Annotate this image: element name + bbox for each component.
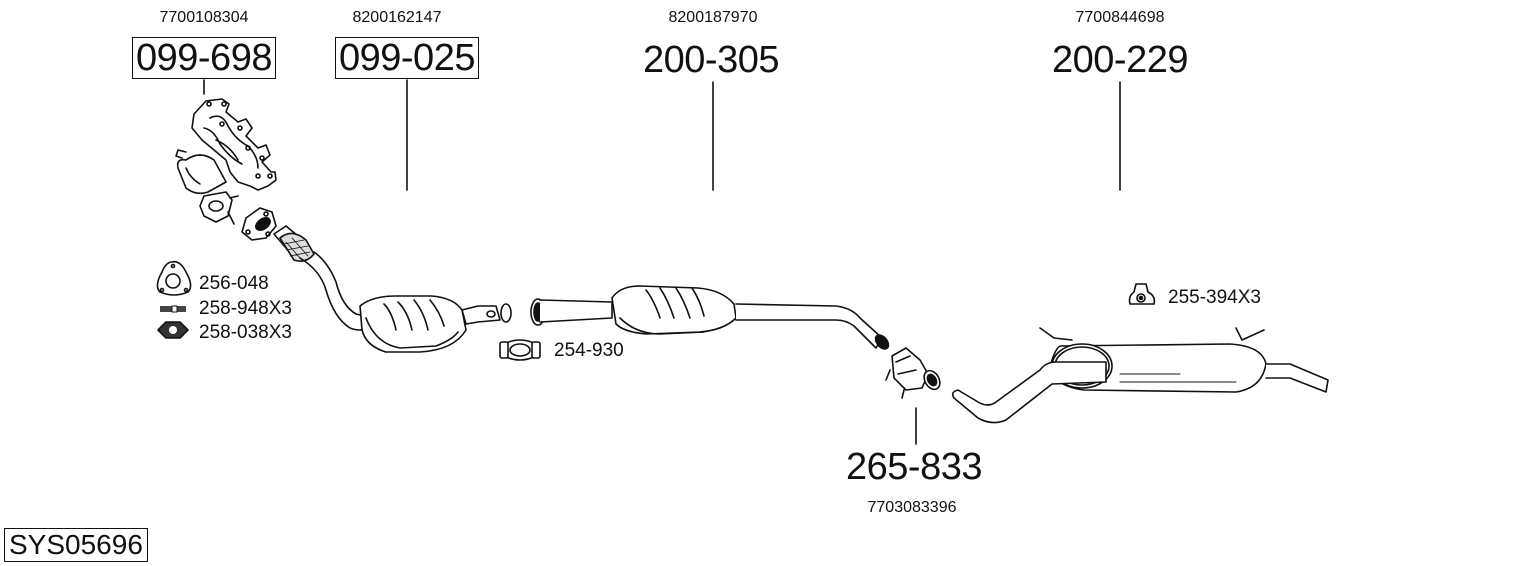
oem-number-7700844698: 7700844698 <box>1075 9 1165 26</box>
rubber-hanger-icon <box>1130 284 1155 304</box>
accessory-258-948X3[interactable]: 258-948X3 <box>199 298 292 319</box>
accessory-256-048[interactable]: 256-048 <box>199 273 269 294</box>
accessory-255-394X3[interactable]: 255-394X3 <box>1168 287 1261 308</box>
gasket-icon <box>157 262 190 295</box>
nut-icon <box>158 322 188 338</box>
oem-number-7703083396: 7703083396 <box>867 499 957 516</box>
part-number-265-833[interactable]: 265-833 <box>846 446 982 488</box>
clamp-icon <box>500 340 540 360</box>
centre-pipe-drawing <box>531 286 891 351</box>
oem-number-7700108304: 7700108304 <box>159 9 249 26</box>
rear-silencer-drawing <box>953 328 1328 423</box>
part-number-099-698[interactable]: 099-698 <box>132 37 276 79</box>
oem-number-8200187970: 8200187970 <box>668 9 758 26</box>
accessory-254-930[interactable]: 254-930 <box>554 340 624 361</box>
exhaust-manifold-drawing <box>176 99 276 224</box>
part-number-200-305[interactable]: 200-305 <box>643 39 779 81</box>
oem-number-8200162147: 8200162147 <box>352 9 442 26</box>
part-number-099-025[interactable]: 099-025 <box>335 37 479 79</box>
front-pipe-drawing <box>242 208 511 352</box>
stud-bolt-icon <box>160 306 186 312</box>
part-number-200-229[interactable]: 200-229 <box>1052 39 1188 81</box>
accessory-258-038X3[interactable]: 258-038X3 <box>199 322 292 343</box>
pipe-connector-drawing <box>886 348 943 398</box>
system-id-label: SYS05696 <box>4 528 148 562</box>
